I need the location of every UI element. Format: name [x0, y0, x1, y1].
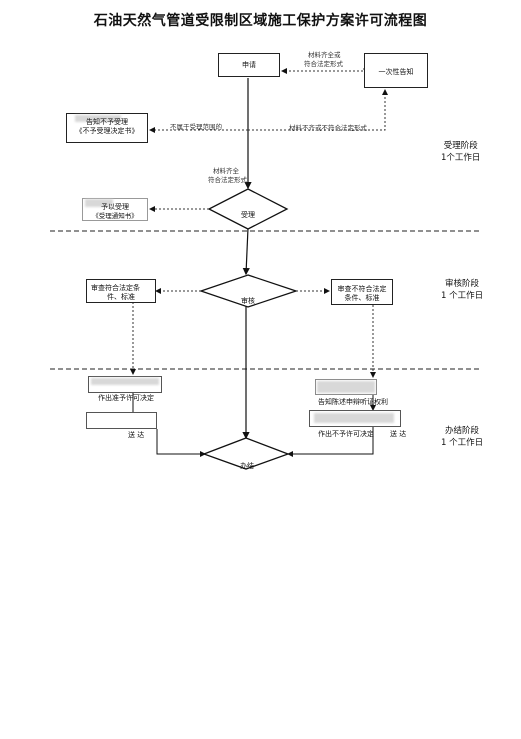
review-fail-box: 审查不符合法定 条件、标准 — [331, 279, 393, 305]
grant-decision-box — [88, 376, 162, 393]
review-ok-line1: 审查符合法定条 — [91, 284, 140, 292]
complete-label-line2: 符合法定形式 — [304, 60, 343, 68]
notify-once-box: 一次性告知 — [364, 53, 428, 88]
stage-review-time: 1 个工作日 — [441, 290, 484, 301]
deliver-left-label: 送 达 — [128, 431, 145, 439]
reject-notice-line1: 告知不予受理 — [86, 118, 128, 126]
deny-decision-label: 作出不予许可决定 — [318, 430, 374, 438]
grant-decision-label: 作出准予许可决定 — [98, 394, 154, 402]
accept-notice-line2: 《受理通知书》 — [92, 212, 138, 221]
review-decision-diamond — [198, 274, 299, 308]
stage-finish-name: 办结阶段 — [445, 426, 480, 436]
accept-decision-label: 受理 — [241, 211, 255, 219]
stage-accept: 受理阶段 1个工作日 — [441, 141, 480, 165]
review-fail-line2: 条件、标准 — [344, 294, 380, 303]
accept-notice-box: 予以受理 《受理通知书》 — [82, 198, 148, 221]
deny-decision-box — [309, 410, 401, 427]
complete-label-line1: 材料齐全或 — [308, 51, 341, 59]
inform-hearing-label: 告知陈述申辩听证权利 — [318, 398, 388, 406]
complete2-label-line2: 符合法定形式 — [208, 176, 247, 184]
finish-decision-diamond — [202, 437, 290, 470]
deliver-right-label: 送 达 — [390, 430, 407, 438]
page-title: 石油天然气管道受限制区域施工保护方案许可流程图 — [93, 13, 428, 29]
stage-review: 审核阶段 1 个工作日 — [441, 279, 483, 303]
review-fail-line1: 审查不符合法定 — [337, 285, 387, 293]
review-ok-line2: 件、标准 — [107, 293, 135, 302]
out-of-scope-label: 不属于受理范围的 — [170, 123, 222, 131]
notify-once-label: 一次性告知 — [378, 68, 414, 76]
finish-decision-label: 办结 — [240, 462, 254, 470]
reject-notice-line2: 《不予受理决定书》 — [75, 127, 139, 136]
review-ok-box: 审查符合法定条 件、标准 — [86, 279, 156, 303]
stage-accept-name: 受理阶段 — [443, 141, 478, 151]
stage-finish: 办结阶段 1 个工作日 — [441, 426, 483, 450]
complete2-label-line1: 材料齐全 — [213, 167, 239, 175]
review-decision-label: 审核 — [241, 297, 255, 305]
stage-review-name: 审核阶段 — [445, 279, 480, 289]
inform-hearing-box — [315, 379, 377, 395]
incomplete-label: 材料不齐或不符合法定形式 — [289, 124, 367, 132]
accept-decision-diamond — [207, 188, 289, 230]
accept-notice-line1: 予以受理 — [101, 203, 129, 211]
reject-notice-box: 告知不予受理 《不予受理决定书》 — [66, 113, 148, 143]
apply-label: 申请 — [242, 61, 256, 69]
apply-box: 申请 — [218, 53, 280, 77]
deliver-left-box — [86, 412, 157, 429]
stage-accept-time: 1个工作日 — [441, 152, 481, 163]
stage-finish-time: 1 个工作日 — [441, 437, 484, 448]
